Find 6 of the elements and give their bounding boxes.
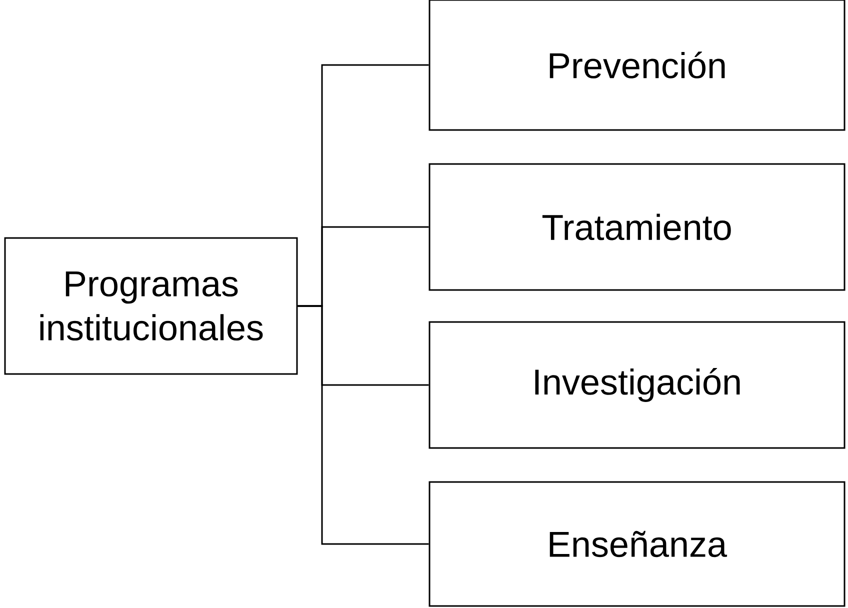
connector xyxy=(298,305,429,545)
box: Prevención xyxy=(428,0,846,131)
box: Enseñanza xyxy=(428,481,846,607)
box: Investigación xyxy=(428,321,846,449)
box: Programas institucionales xyxy=(4,237,298,375)
box: Tratamiento xyxy=(428,163,846,291)
